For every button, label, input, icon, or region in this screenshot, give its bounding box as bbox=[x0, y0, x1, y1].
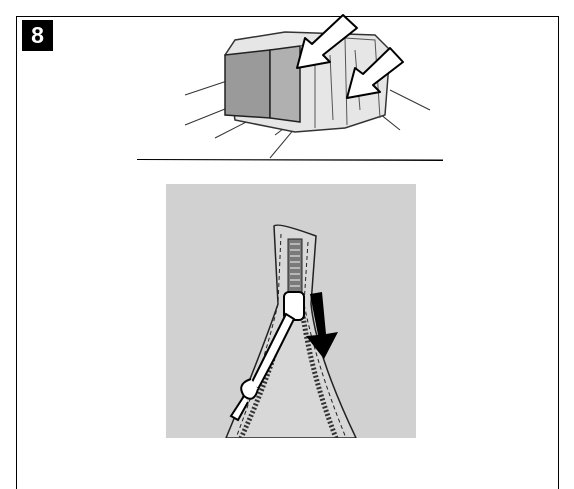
zipper-pull-down-icon bbox=[166, 184, 416, 438]
step-number-badge: 8 bbox=[22, 20, 53, 51]
section-divider bbox=[137, 158, 443, 162]
tent-with-arrows-icon bbox=[175, 10, 445, 160]
